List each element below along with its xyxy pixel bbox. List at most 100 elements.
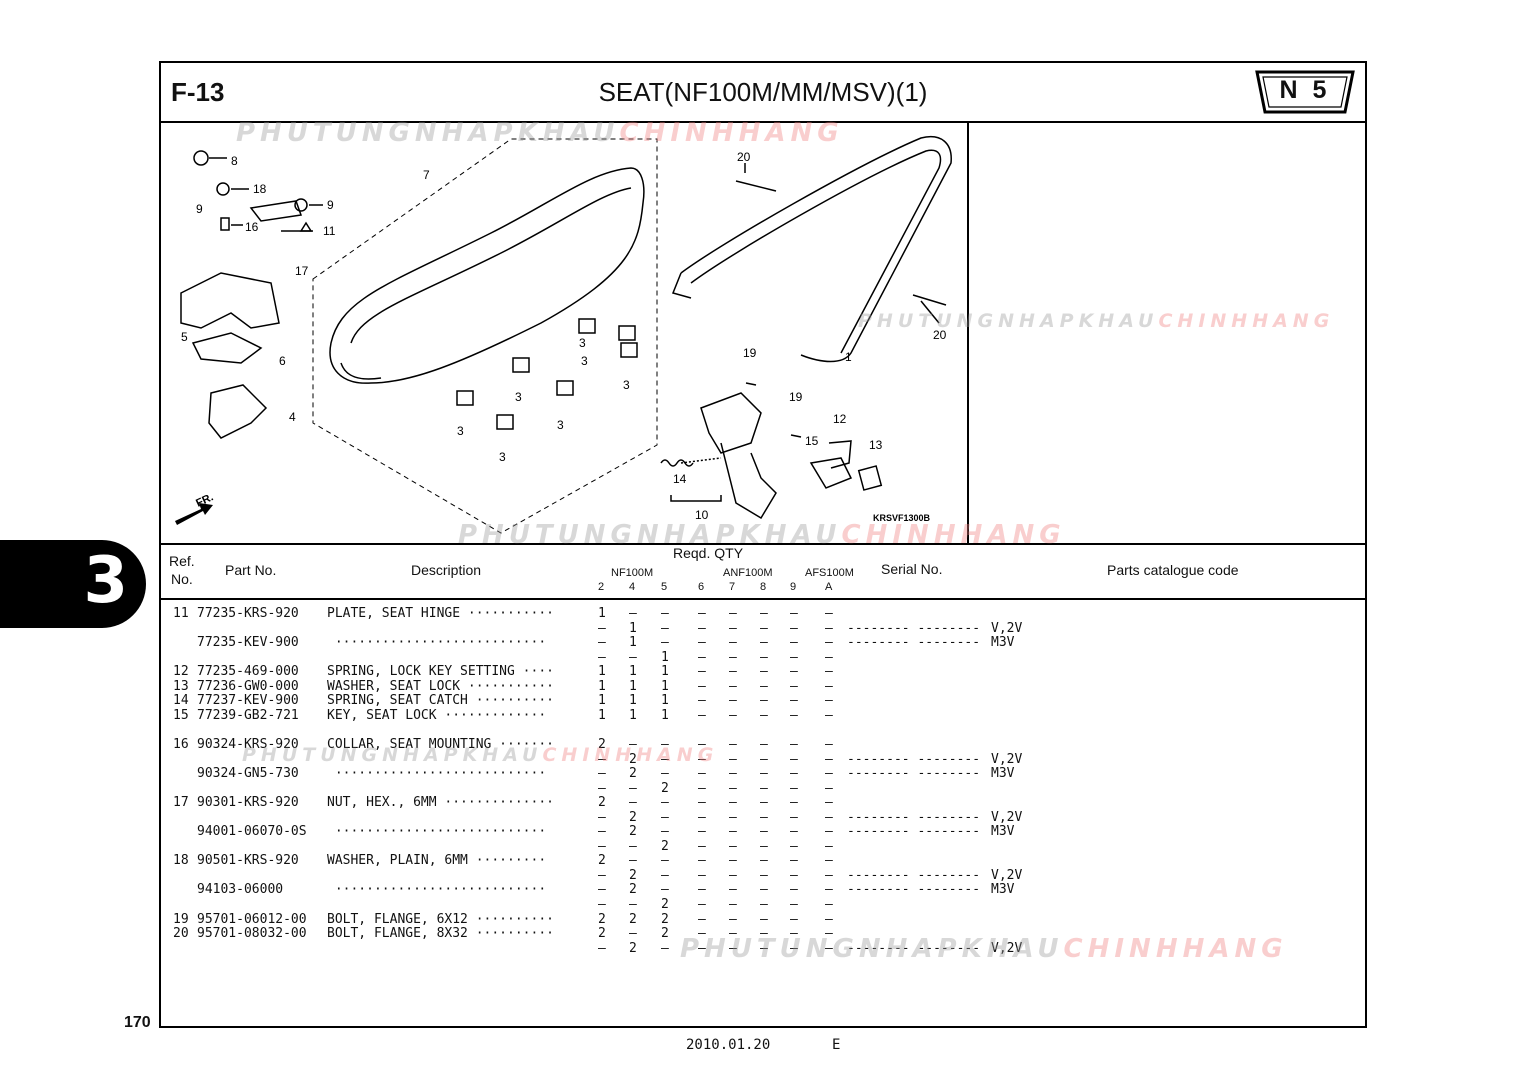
qty-cell: – [825,606,833,621]
qty-cell: – [729,781,737,796]
qty-cell: – [598,752,606,767]
qty-cell: – [825,664,833,679]
catalogue-code-cell: M3V [991,882,1015,897]
callout: 16 [245,220,259,234]
description-cell: WASHER, PLAIN, 6MM ········· [327,853,547,868]
qty-cell: – [729,897,737,912]
qty-cell: – [661,824,669,839]
qty-cell: – [629,853,637,868]
qty-cell: 2 [661,912,669,927]
qty-cell: – [661,737,669,752]
qty-cell: – [661,621,669,636]
watermark-part2: CHINHHANG [542,744,719,766]
qty-cell: – [760,650,768,665]
qty-cell: – [790,766,798,781]
ref-no-cell: 11 [173,606,189,621]
qty-cell: – [598,621,606,636]
callout: 3 [499,450,506,464]
qty-cell: – [825,853,833,868]
header-qty-col: A [825,581,833,593]
serial-no-cell: -------- -------- [847,752,981,767]
header-description: Description [411,562,482,578]
serial-no-cell: -------- -------- [847,882,981,897]
qty-cell: – [790,868,798,883]
part-no-cell: 77237-KEV-900 [197,693,299,708]
qty-cell: – [790,621,798,636]
watermark-part1: PHUTUNGNHAPKHAU [458,520,842,550]
qty-cell: – [825,882,833,897]
watermark-part2: CHINHHANG [619,118,844,148]
qty-cell: – [598,839,606,854]
diagram-drawing: FR. 8 18 9 9 16 11 17 5 6 4 7 3 3 3 3 3 … [175,136,952,534]
qty-cell: – [790,635,798,650]
qty-cell: – [760,752,768,767]
description-cell: ··························· [327,766,547,781]
qty-cell: – [698,941,706,956]
front-arrow-icon [175,503,213,525]
section-tab-label: 3 [83,544,128,618]
part-no-cell: 90501-KRS-920 [197,853,299,868]
qty-cell: – [598,868,606,883]
qty-cell: – [760,882,768,897]
qty-cell: – [825,635,833,650]
serial-no-cell: -------- -------- [847,868,981,883]
qty-cell: – [825,810,833,825]
description-cell: ··························· [327,635,547,650]
qty-cell: 2 [629,868,637,883]
catalogue-code-cell: V,2V [991,810,1023,825]
qty-cell: – [760,635,768,650]
callout: 14 [673,472,687,486]
description-cell: ··························· [327,824,547,839]
qty-cell: – [760,839,768,854]
qty-cell: 1 [629,679,637,694]
callout: 12 [833,412,847,426]
ref-no-cell: 12 [173,664,189,679]
part-no-cell: 94001-06070-0S [197,824,307,839]
qty-cell: 1 [598,664,606,679]
description-cell: BOLT, FLANGE, 6X12 ·········· [327,912,554,927]
qty-cell: – [729,752,737,767]
qty-cell: – [698,795,706,810]
qty-cell: – [729,693,737,708]
qty-cell: – [825,752,833,767]
qty-cell: – [790,781,798,796]
qty-cell: – [698,824,706,839]
qty-cell: – [729,621,737,636]
qty-cell: 1 [598,679,606,694]
qty-cell: – [729,708,737,723]
qty-cell: – [661,635,669,650]
watermark-part2: CHINHHANG [841,520,1066,550]
qty-cell: – [790,853,798,868]
qty-cell: – [729,868,737,883]
watermark: PHUTUNGNHAPKHAUCHINHHANG [236,118,844,148]
qty-cell: – [729,941,737,956]
qty-cell: – [760,737,768,752]
qty-cell: – [661,868,669,883]
catalogue-page-frame: F-13 SEAT(NF100M/MM/MSV)(1) N 5 [159,61,1367,1028]
qty-cell: – [729,810,737,825]
callout: 20 [933,328,947,342]
model-badge-label: N 5 [1279,76,1331,104]
qty-cell: – [790,941,798,956]
qty-cell: – [598,824,606,839]
qty-cell: – [698,868,706,883]
qty-cell: – [825,621,833,636]
page-number: 170 [124,1014,151,1031]
qty-cell: 1 [629,664,637,679]
catalogue-code-cell: M3V [991,824,1015,839]
qty-cell: – [661,810,669,825]
watermark-part1: PHUTUNGNHAPKHAU [236,118,620,148]
qty-cell: – [825,693,833,708]
description-cell: COLLAR, SEAT MOUNTING ······· [327,737,554,752]
title-bar: F-13 SEAT(NF100M/MM/MSV)(1) N 5 [161,63,1365,123]
qty-cell: – [790,752,798,767]
catalogue-code-cell: M3V [991,635,1015,650]
qty-cell: – [661,795,669,810]
ref-no-cell: 13 [173,679,189,694]
qty-cell: – [729,766,737,781]
qty-cell: – [661,752,669,767]
qty-cell: – [790,912,798,927]
ref-no-cell: 20 [173,926,189,941]
description-cell: NUT, HEX., 6MM ·············· [327,795,554,810]
qty-cell: 2 [629,752,637,767]
